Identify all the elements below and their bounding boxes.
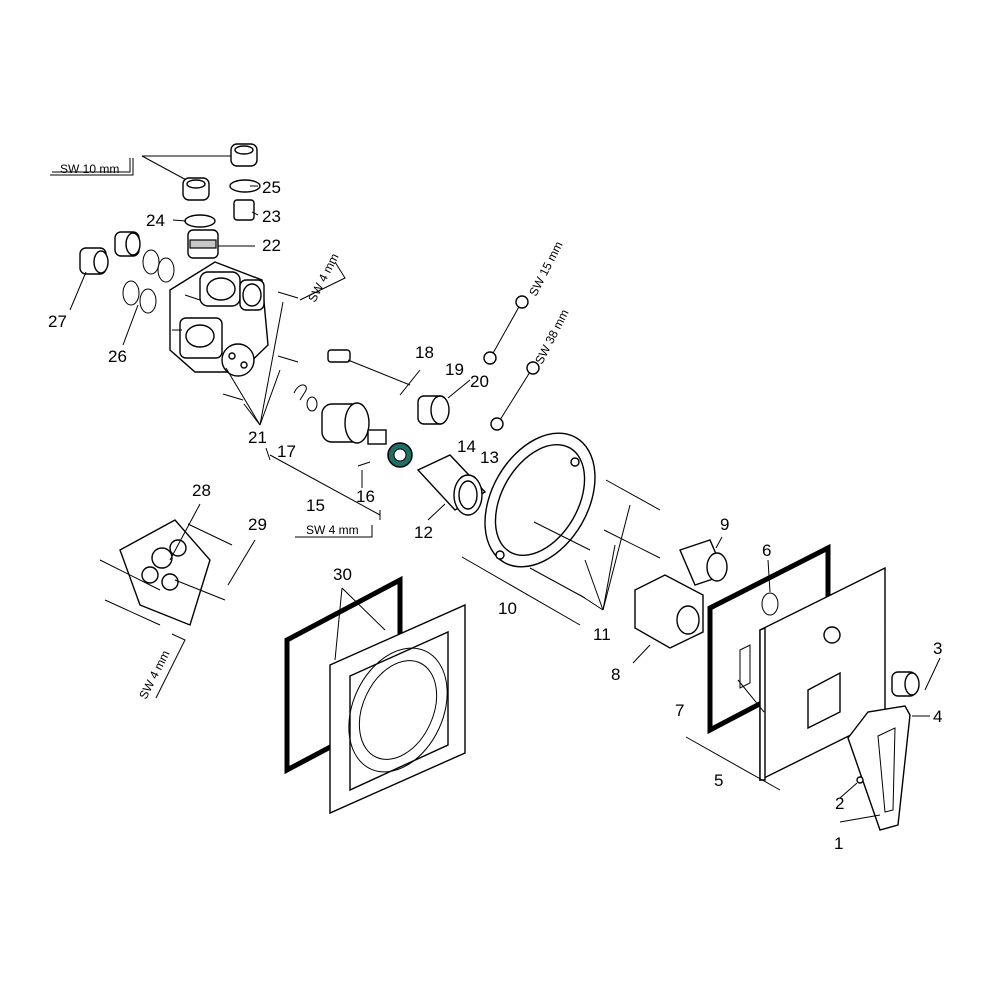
label-16: 16 <box>356 487 375 506</box>
label-1: 1 <box>834 834 843 853</box>
tool-label-sw10: SW 10 mm <box>60 162 119 176</box>
caps-and-rings <box>79 231 175 314</box>
label-17: 17 <box>277 442 296 461</box>
hex-key-sw10: SW 10 mm <box>50 155 232 183</box>
label-30: 30 <box>333 565 352 584</box>
label-24: 24 <box>146 211 165 230</box>
wrench-sw38: SW 38 mm <box>490 307 572 431</box>
hex-key-sw4-low: SW 4 mm <box>136 633 186 701</box>
label-25: 25 <box>262 178 281 197</box>
square-adapter-8 <box>634 574 704 649</box>
label-28: 28 <box>192 481 211 500</box>
sleeve-12 <box>416 454 487 516</box>
spindle-and-insert <box>327 349 471 425</box>
installation-frame-30 <box>284 575 466 815</box>
hex-key-sw4-mid: SW 4 mm <box>295 523 373 538</box>
screws-11 <box>529 479 661 611</box>
label-7: 7 <box>675 701 684 720</box>
check-valve-stack <box>182 143 261 259</box>
tool-label-sw15: SW 15 mm <box>526 239 565 298</box>
callout-labels: 1 2 3 4 5 6 7 8 9 10 11 12 13 14 15 16 1… <box>48 178 942 853</box>
label-21: 21 <box>248 428 267 447</box>
label-8: 8 <box>611 665 620 684</box>
extension-9 <box>679 539 728 586</box>
mounting-ring <box>461 432 596 626</box>
label-19: 19 <box>445 360 464 379</box>
mounting-kit-28-29 <box>99 503 256 626</box>
label-11: 11 <box>593 625 611 644</box>
label-13: 13 <box>480 448 499 467</box>
label-9: 9 <box>720 515 729 534</box>
valve-body <box>169 261 269 377</box>
label-22: 22 <box>262 236 281 255</box>
label-23: 23 <box>262 207 281 226</box>
handle-assembly <box>839 671 924 831</box>
hex-key-sw4-top: SW 4 mm <box>299 251 346 304</box>
label-29: 29 <box>248 515 267 534</box>
o-ring-6 <box>761 559 779 616</box>
label-18: 18 <box>415 343 434 362</box>
label-27: 27 <box>48 312 67 331</box>
label-12: 12 <box>414 523 433 542</box>
cartridge-assembly <box>265 396 413 520</box>
cover-plate <box>685 566 886 791</box>
label-6: 6 <box>762 541 771 560</box>
label-10: 10 <box>498 599 517 618</box>
label-15: 15 <box>306 496 325 515</box>
label-2: 2 <box>835 794 844 813</box>
tool-label-sw4-top: SW 4 mm <box>305 251 341 304</box>
tool-label-sw38: SW 38 mm <box>532 307 571 366</box>
label-3: 3 <box>933 639 942 658</box>
label-26: 26 <box>108 347 127 366</box>
label-14: 14 <box>457 437 476 456</box>
leader-lines <box>69 185 941 799</box>
label-4: 4 <box>933 707 942 726</box>
label-5: 5 <box>714 771 723 790</box>
label-20: 20 <box>470 372 489 391</box>
tool-label-sw4-mid: SW 4 mm <box>306 523 359 537</box>
screws-21 <box>222 291 307 426</box>
